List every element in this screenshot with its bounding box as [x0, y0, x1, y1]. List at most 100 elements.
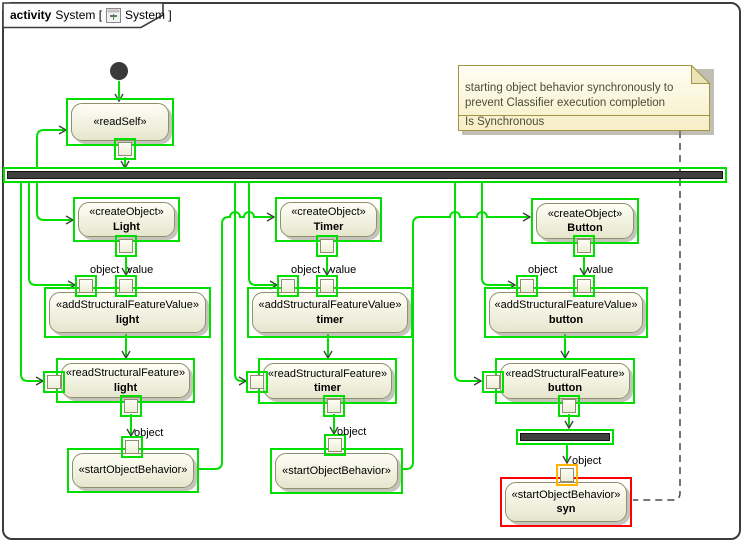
fork-bar[interactable] — [7, 171, 723, 179]
readsf-button-result-pin-selection — [558, 395, 580, 417]
create-button-output-pin-selection — [573, 235, 595, 257]
addfv-light-object-pin-selection — [75, 275, 97, 297]
value-label: value — [330, 264, 357, 276]
read-feature-timer-action[interactable]: «readStructuralFeature»timer — [263, 363, 392, 399]
stereotype-label: «readStructuralFeature» — [267, 367, 388, 380]
edge-fork-to-readsf-timer-object[interactable] — [234, 181, 246, 382]
stereotype-label: «startObjectBehavior» — [511, 488, 621, 501]
name-label: Timer — [313, 220, 344, 233]
addfv-button-value-pin[interactable] — [577, 279, 591, 293]
addfv-button-object-pin[interactable] — [520, 279, 534, 293]
edge-fork-to-readself[interactable] — [36, 129, 66, 168]
readsf-timer-result-pin[interactable] — [327, 399, 341, 413]
addfv-timer-value-pin[interactable] — [320, 279, 334, 293]
read-feature-light-action[interactable]: «readStructuralFeature»light — [61, 363, 190, 398]
readself-output-pin[interactable] — [118, 142, 132, 156]
create-object-light-action[interactable]: «createObject»Light — [78, 202, 175, 237]
start-syn-object-pin[interactable] — [560, 468, 574, 482]
note-comment[interactable]: starting object behavior synchronously t… — [458, 65, 714, 135]
create-object-timer-action[interactable]: «createObject»Timer — [280, 202, 377, 237]
edge-fork-to-readsf-button-object[interactable] — [454, 181, 481, 382]
stereotype-label: «startObjectBehavior» — [78, 464, 188, 477]
join-bar[interactable] — [520, 433, 610, 441]
diagram-title-tab — [2, 2, 164, 29]
start-behavior-timer-action[interactable]: «startObjectBehavior» — [275, 453, 398, 489]
stereotype-label: «createObject» — [89, 206, 164, 219]
addfv-light-object-pin[interactable] — [79, 279, 93, 293]
add-feature-button-action-selection — [484, 287, 648, 338]
create-timer-output-pin[interactable] — [320, 239, 334, 253]
addfv-button-value-pin-selection — [573, 275, 595, 297]
stereotype-label: «addStructuralFeatureValue» — [258, 299, 402, 312]
edge-fork-to-addfv-button-object[interactable] — [481, 181, 515, 286]
note-anchor-line — [633, 131, 681, 501]
stereotype-label: «readSelf» — [93, 115, 147, 128]
addfv-light-value-pin[interactable] — [119, 279, 133, 293]
readsf-button-object-pin[interactable] — [486, 375, 500, 389]
name-label: button — [547, 382, 583, 394]
object-label: object — [90, 264, 120, 276]
add-feature-button-action[interactable]: «addStructuralFeatureValue»button — [489, 292, 643, 333]
create-light-output-pin-selection — [115, 235, 137, 257]
start-behavior-light-action[interactable]: «startObjectBehavior» — [72, 453, 194, 488]
edge-join-to-syn-arrowhead — [562, 455, 572, 465]
readsf-button-result-pin[interactable] — [562, 399, 576, 413]
start-behavior-syn-action[interactable]: «startObjectBehavior» syn — [505, 482, 627, 522]
edge-start-light-to-create-timer[interactable] — [199, 211, 274, 470]
addfv-light-value-pin-selection — [115, 275, 137, 297]
diagram-context-label: System ] — [125, 8, 172, 22]
add-feature-timer-action[interactable]: «addStructuralFeatureValue»timer — [252, 292, 408, 333]
addfv-timer-value-pin-selection — [316, 275, 338, 297]
create-light-output-pin[interactable] — [119, 239, 133, 253]
name-label: syn — [556, 503, 576, 515]
activity-diagram-icon — [106, 7, 122, 23]
readsf-light-object-pin[interactable] — [47, 375, 61, 389]
readsf-timer-result-pin-selection — [323, 395, 345, 417]
initial-node[interactable] — [110, 62, 128, 80]
edge-fork-to-readsf-light-object[interactable] — [20, 181, 43, 382]
edge-initial-to-readself-arrowhead — [114, 93, 124, 103]
read-self-action[interactable]: «readSelf» — [71, 103, 169, 141]
edge-fork-to-readsf-button-object-arrowhead — [473, 376, 483, 386]
stereotype-label: «readStructuralFeature» — [505, 367, 625, 380]
addfv-button-object-pin-selection — [516, 275, 538, 297]
object-label: object — [291, 264, 321, 276]
edge-start-timer-to-create-button-arrowhead — [522, 212, 532, 222]
edge-fork-to-addfv-light-object[interactable] — [28, 181, 75, 286]
stereotype-label: «addStructuralFeatureValue» — [494, 299, 638, 312]
read-feature-button-action[interactable]: «readStructuralFeature» button — [500, 363, 630, 399]
stereotype-label: «createObject» — [291, 206, 366, 219]
name-label: light — [113, 381, 138, 394]
edge-fork-to-create-light[interactable] — [36, 181, 73, 221]
object-label: object — [572, 455, 602, 467]
readsf-timer-object-pin[interactable] — [250, 375, 264, 389]
readsf-timer-object-pin-selection — [246, 371, 268, 393]
start-timer-object-pin-selection — [324, 434, 346, 456]
stereotype-label: «addStructuralFeatureValue» — [56, 299, 199, 312]
diagram-kind-label: activity — [10, 8, 52, 22]
addfv-timer-object-pin-selection — [277, 275, 299, 297]
object-label: object — [134, 427, 164, 439]
name-label: timer — [316, 313, 344, 326]
edge-fork-to-addfv-timer-object[interactable] — [248, 181, 277, 286]
readsf-light-result-pin[interactable] — [124, 399, 138, 413]
name-label: Light — [113, 220, 140, 233]
stereotype-label: «createObject» — [547, 207, 623, 220]
name-label: light — [115, 313, 140, 326]
join-bar-selection — [516, 429, 614, 445]
readsf-light-object-pin-selection — [43, 371, 65, 393]
note-compartment-text: Is Synchronous — [465, 116, 545, 128]
create-button-output-pin[interactable] — [577, 239, 591, 253]
start-timer-object-pin[interactable] — [328, 438, 342, 452]
create-object-button-action[interactable]: «createObject»Button — [536, 203, 634, 239]
addfv-timer-object-pin[interactable] — [281, 279, 295, 293]
object-label: object — [528, 264, 558, 276]
add-feature-light-action[interactable]: «addStructuralFeatureValue»light — [49, 292, 206, 333]
start-light-object-pin[interactable] — [125, 440, 139, 454]
edge-readsf-button-to-join-arrowhead — [564, 420, 574, 430]
stereotype-label: «startObjectBehavior» — [282, 464, 391, 477]
edge-start-timer-to-create-button[interactable] — [403, 211, 530, 470]
note-text-line1: starting object behavior synchronously t… — [465, 82, 674, 94]
